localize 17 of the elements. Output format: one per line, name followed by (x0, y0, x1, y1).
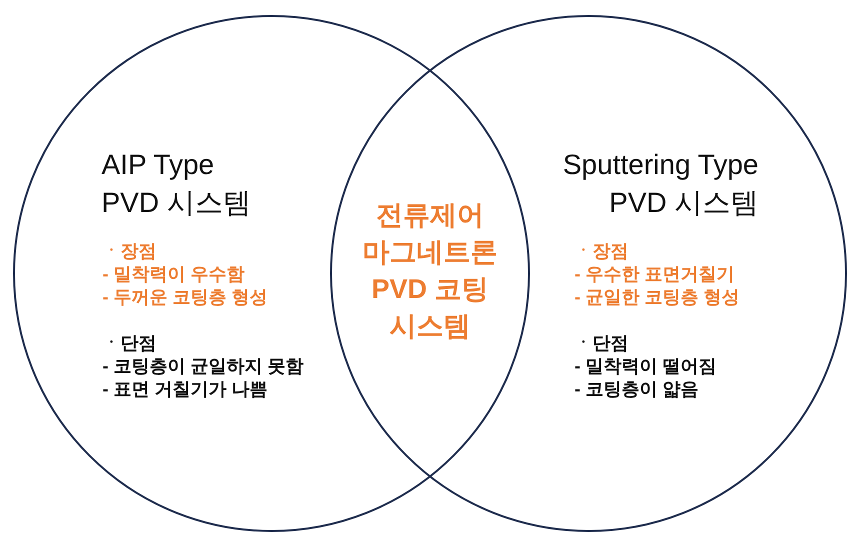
list-item: - 두꺼운 코팅층 형성 (102, 286, 268, 309)
list-item: - 균일한 코팅층 형성 (574, 286, 740, 309)
list-heading: ㆍ단점 (102, 332, 156, 355)
venn-circle (12, 15, 530, 532)
list-item: - 코팅층이 얇음 (574, 378, 698, 401)
list-heading: ㆍ장점 (574, 240, 628, 263)
list-item: - 표면 거칠기가 나쁨 (102, 378, 268, 401)
heading: Sputtering Type PVD 시스템 (562, 148, 758, 220)
overlap-text: 전류제어 마그네트론 PVD 코팅 시스템 (350, 197, 510, 345)
list-heading: ㆍ장점 (102, 240, 156, 263)
list-item: - 우수한 표면거칠기 (574, 263, 734, 286)
list-heading: ㆍ단점 (574, 332, 628, 355)
list-item: - 밀착력이 떨어짐 (574, 355, 716, 378)
venn-circle (330, 15, 846, 532)
list-item: - 밀착력이 우수함 (102, 263, 244, 286)
list-item: - 코팅층이 균일하지 못함 (102, 355, 304, 378)
heading: AIP Type PVD 시스템 (102, 148, 252, 220)
